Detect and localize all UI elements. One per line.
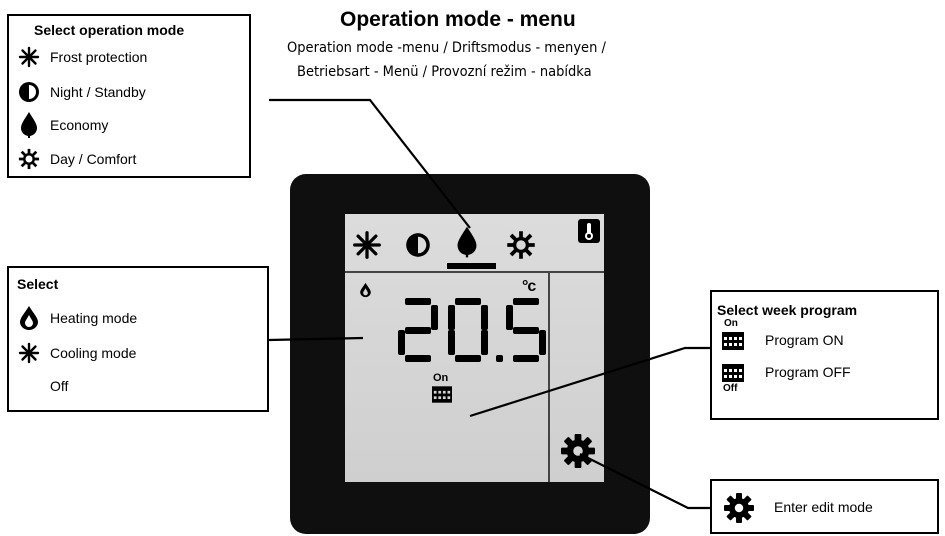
sun-icon (18, 148, 40, 170)
legend-label: Enter edit mode (774, 499, 873, 515)
drop-icon (18, 112, 40, 138)
segment-f (448, 305, 455, 330)
segment-digit (448, 298, 488, 362)
legend-off: Off (50, 378, 68, 394)
screen-calendar-badge: On (433, 372, 449, 384)
screen-divider-horizontal (345, 271, 604, 273)
flame-icon (18, 306, 40, 330)
legend-label: Day / Comfort (50, 151, 137, 167)
segment-d (405, 355, 431, 362)
diagram-subtitle-line1: Operation mode -menu / Driftsmodus - men… (287, 40, 606, 56)
segment-b (431, 305, 438, 330)
segment-a (513, 298, 539, 305)
screen-snowflake-icon[interactable] (352, 230, 382, 265)
legend-day-comfort: Day / Comfort (18, 148, 136, 170)
operation-mode-box: Select operation mode Frost protection N… (7, 14, 251, 178)
legend-cooling-mode: Cooling mode (18, 342, 136, 364)
legend-label: Off (50, 378, 69, 394)
legend-enter-edit-mode: Enter edit mode (774, 499, 873, 515)
diagram-title: Operation mode - menu (340, 8, 576, 31)
segment-c (539, 330, 546, 355)
calendar-badge: Off (723, 383, 738, 394)
gear-icon (724, 493, 754, 528)
segment-digit (506, 298, 546, 362)
temperature-display (398, 298, 548, 368)
temperature-unit: °c (522, 278, 536, 295)
screen-half-moon-icon[interactable] (405, 232, 431, 263)
legend-night-standby: Night / Standby (18, 81, 146, 103)
segment-g (513, 326, 539, 334)
select-mode-box: Select Heating mode Cooling mode Off (7, 266, 269, 412)
screen-flame-icon (359, 282, 372, 303)
calendar-on-icon: On (720, 318, 746, 358)
screen-divider-vertical (548, 271, 550, 482)
legend-program-on: Program ON (765, 332, 844, 348)
segment-d (455, 355, 481, 362)
legend-label: Program OFF (765, 364, 851, 380)
legend-label: Night / Standby (50, 84, 146, 100)
legend-economy: Economy (18, 112, 109, 138)
diagram-subtitle-line2: Betriebsart - Menü / Provozní režim - na… (297, 64, 592, 80)
edit-mode-box: Enter edit mode (710, 479, 939, 534)
legend-label: Cooling mode (50, 345, 137, 361)
week-program-title: Select week program (717, 302, 858, 318)
thermometer-icon[interactable] (578, 219, 600, 248)
segment-e (448, 330, 455, 355)
screen-calendar-icon[interactable] (432, 386, 452, 408)
snowflake-icon (18, 46, 40, 68)
screen-sun-icon[interactable] (506, 230, 536, 265)
legend-label: Program ON (765, 332, 844, 348)
select-mode-title: Select (17, 276, 59, 292)
segment-a (455, 298, 481, 305)
segment-a (405, 298, 431, 305)
selected-mode-underline (447, 263, 496, 269)
half-moon-icon (18, 81, 40, 103)
segment-g (405, 326, 431, 334)
week-program-box: Select week program On Program ON Off Pr… (710, 290, 939, 420)
decimal-point (496, 355, 503, 362)
legend-label: Frost protection (50, 49, 148, 65)
legend-label: Heating mode (50, 310, 138, 326)
screen-drop-icon[interactable] (454, 226, 480, 263)
segment-f (506, 305, 513, 330)
segment-e (398, 330, 405, 355)
snowflake-icon (18, 342, 40, 364)
calendar-off-icon: Off (720, 364, 746, 406)
operation-mode-title: Select operation mode (34, 22, 185, 38)
screen-gear-icon[interactable] (561, 434, 595, 473)
legend-frost-protection: Frost protection (18, 46, 147, 68)
calendar-badge: On (724, 318, 738, 329)
segment-c (481, 330, 488, 355)
segment-d (513, 355, 539, 362)
legend-program-off: Program OFF (765, 364, 851, 380)
segment-b (481, 305, 488, 330)
segment-digit (398, 298, 438, 362)
legend-heating-mode: Heating mode (18, 306, 138, 330)
legend-label: Economy (50, 117, 109, 133)
